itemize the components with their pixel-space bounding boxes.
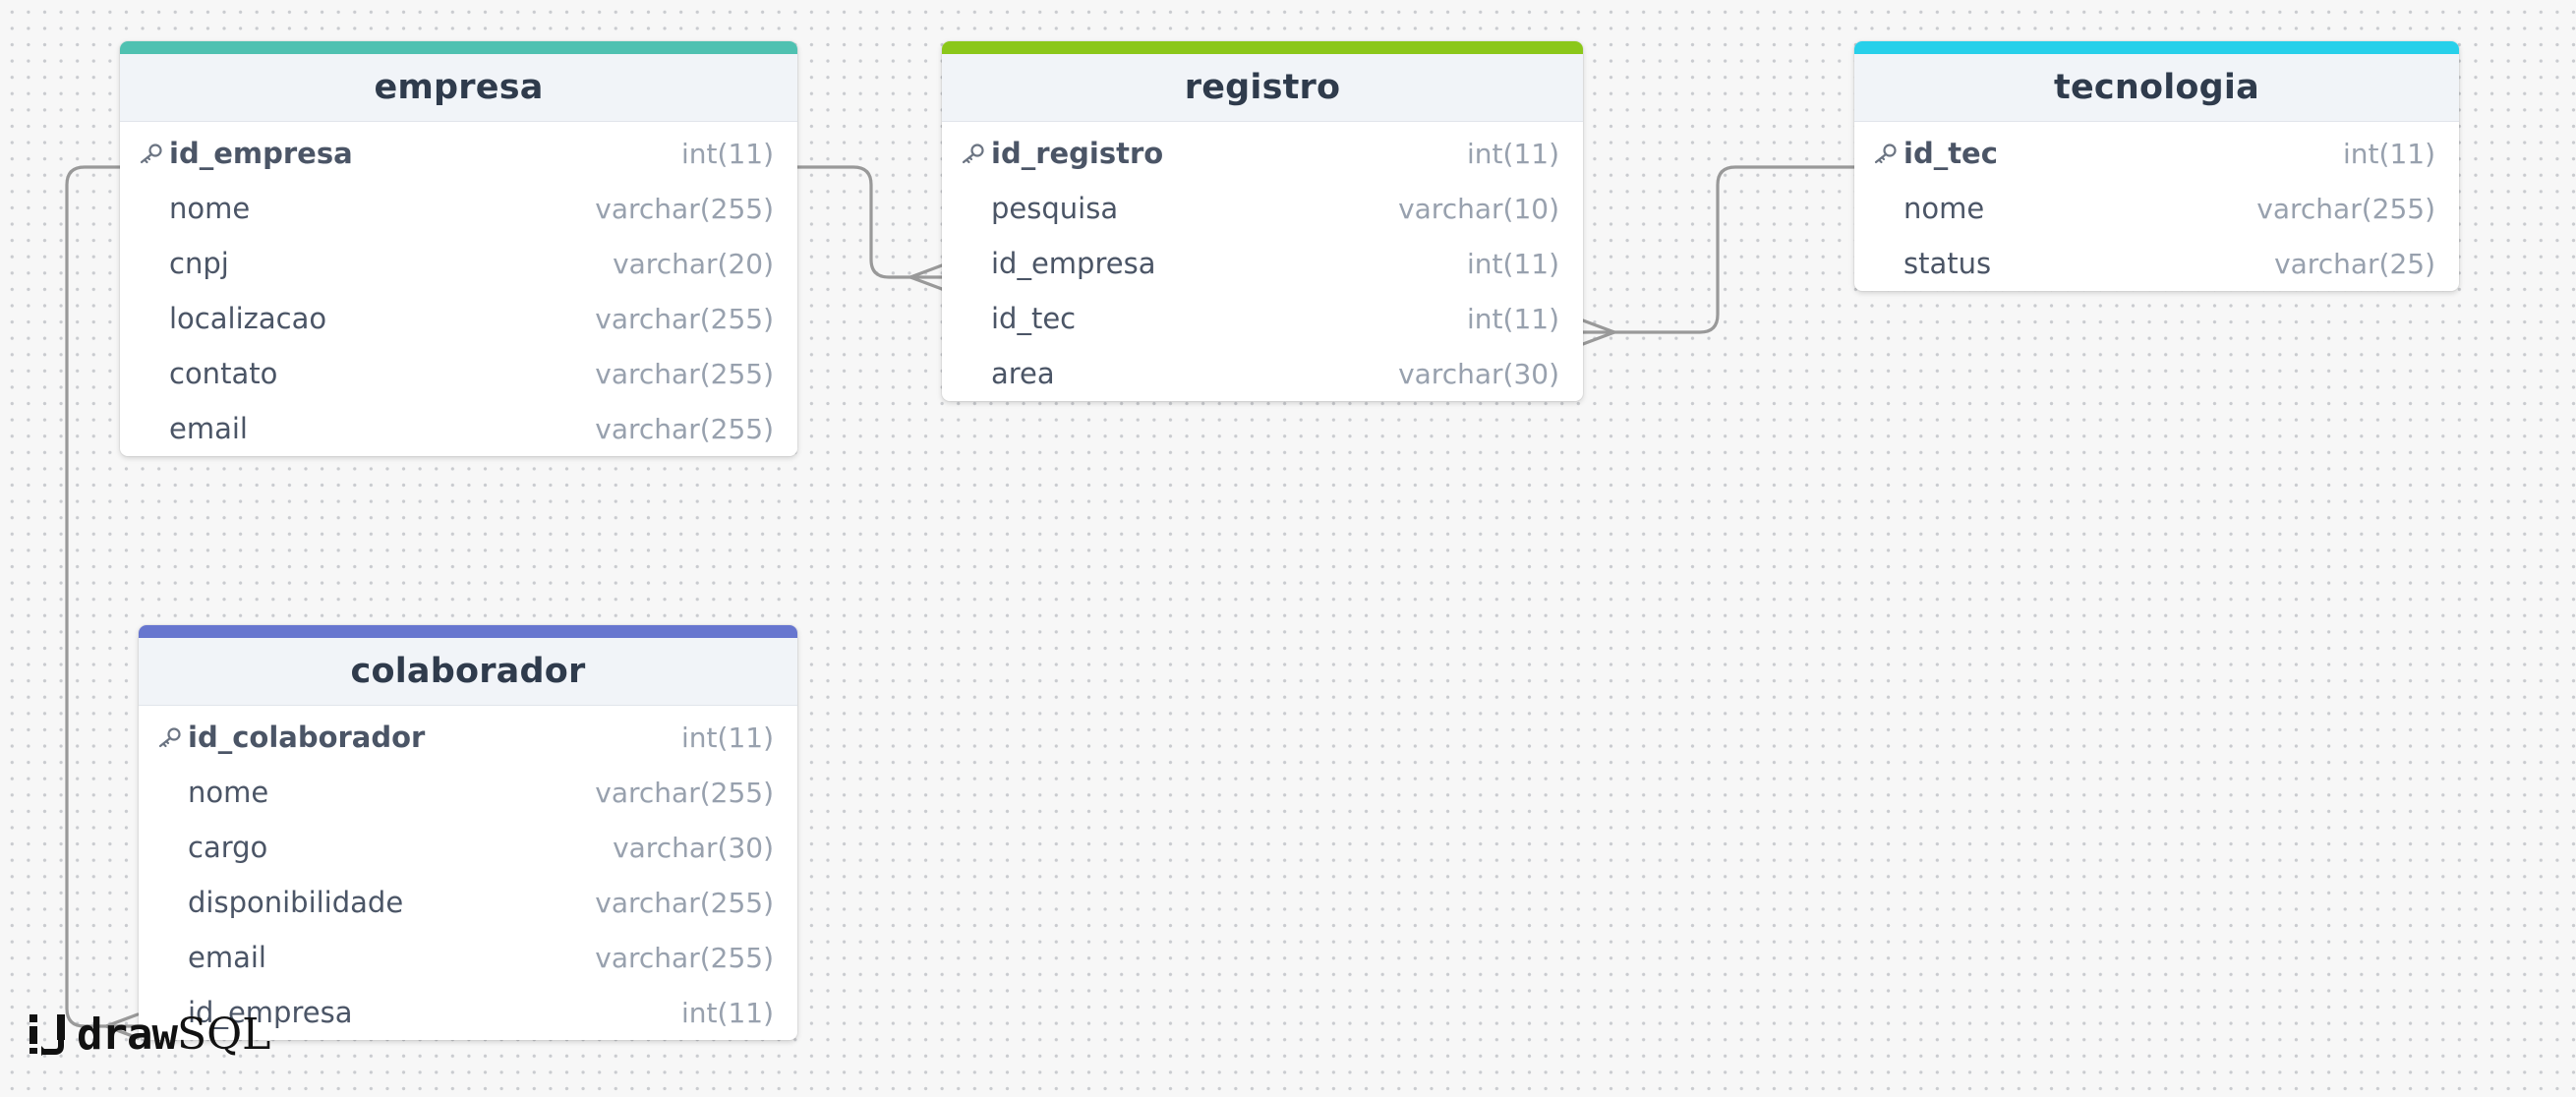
table-header[interactable]: tecnologia bbox=[1854, 41, 2459, 122]
primary-key-icon bbox=[138, 143, 163, 164]
column-row-id-registro[interactable]: id_registro int(11) bbox=[942, 126, 1583, 181]
column-row-status[interactable]: status varchar(25) bbox=[1854, 236, 2459, 291]
column-row-id-colaborador[interactable]: id_colaborador int(11) bbox=[139, 710, 797, 765]
column-row-contato[interactable]: contato varchar(255) bbox=[120, 346, 797, 401]
column-row-id-empresa[interactable]: id_empresa int(11) bbox=[120, 126, 797, 181]
crows-foot-registro-empresa bbox=[908, 263, 944, 291]
column-name: id_tec bbox=[1903, 137, 1998, 170]
column-type: int(11) bbox=[1467, 247, 1559, 280]
column-name: localizacao bbox=[169, 302, 327, 335]
table-header[interactable]: registro bbox=[942, 41, 1583, 122]
column-row-nome[interactable]: nome varchar(255) bbox=[1854, 181, 2459, 236]
column-row-nome[interactable]: nome varchar(255) bbox=[120, 181, 797, 236]
column-type: varchar(255) bbox=[595, 412, 774, 445]
column-name: id_empresa bbox=[991, 247, 1156, 280]
column-name: cargo bbox=[188, 831, 268, 864]
column-row-id-empresa[interactable]: id_empresa int(11) bbox=[942, 236, 1583, 291]
table-header[interactable]: empresa bbox=[120, 41, 797, 122]
column-name: cnpj bbox=[169, 247, 229, 280]
column-row-id-tec[interactable]: id_tec int(11) bbox=[1854, 126, 2459, 181]
column-type: int(11) bbox=[1467, 302, 1559, 335]
column-row-id-tec[interactable]: id_tec int(11) bbox=[942, 291, 1583, 346]
column-row-area[interactable]: area varchar(30) bbox=[942, 346, 1583, 401]
table-title: empresa bbox=[374, 68, 544, 107]
column-name: id_colaborador bbox=[188, 721, 426, 754]
primary-key-icon bbox=[156, 726, 182, 748]
column-name: id_tec bbox=[991, 302, 1077, 335]
table-title: colaborador bbox=[350, 652, 586, 691]
column-name: id_empresa bbox=[169, 137, 353, 170]
column-list: id_registro int(11) pesquisa varchar(10) id_… bbox=[942, 122, 1583, 401]
column-name: nome bbox=[188, 776, 269, 809]
column-row-pesquisa[interactable]: pesquisa varchar(10) bbox=[942, 181, 1583, 236]
crows-foot-registro-tec bbox=[1581, 318, 1616, 346]
column-type: int(11) bbox=[681, 721, 774, 754]
column-list: id_colaborador int(11) nome varchar(255) car… bbox=[139, 706, 797, 1040]
column-name: disponibilidade bbox=[188, 886, 404, 919]
column-type: int(11) bbox=[681, 996, 774, 1029]
column-name: id_registro bbox=[991, 137, 1164, 170]
column-list: id_empresa int(11) nome varchar(255) cnpj var… bbox=[120, 122, 797, 456]
column-type: varchar(30) bbox=[613, 831, 774, 864]
brand-draw-text: draw bbox=[77, 1009, 178, 1060]
column-type: varchar(10) bbox=[1398, 192, 1559, 225]
column-type: int(11) bbox=[681, 137, 774, 170]
column-list: id_tec int(11) nome varchar(255) status varch… bbox=[1854, 122, 2459, 291]
column-type: varchar(255) bbox=[595, 776, 774, 809]
table-colaborador[interactable]: colaborador id_colaborador int(11) nome var… bbox=[139, 625, 797, 1040]
relation-tecnologia-registro bbox=[1581, 165, 1856, 334]
column-name: status bbox=[1903, 247, 1992, 280]
column-name: email bbox=[188, 941, 266, 974]
column-type: int(11) bbox=[1467, 137, 1559, 170]
table-empresa[interactable]: empresa id_empresa int(11) nome varchar(255… bbox=[120, 41, 797, 456]
column-row-email[interactable]: email varchar(255) bbox=[139, 930, 797, 985]
column-type: varchar(255) bbox=[595, 886, 774, 919]
column-row-disponibilidade[interactable]: disponibilidade varchar(255) bbox=[139, 875, 797, 930]
table-title: tecnologia bbox=[2054, 68, 2259, 107]
column-type: varchar(255) bbox=[595, 302, 774, 335]
column-row-localizacao[interactable]: localizacao varchar(255) bbox=[120, 291, 797, 346]
column-type: int(11) bbox=[2343, 137, 2435, 170]
column-name: email bbox=[169, 412, 248, 445]
drawsql-logo-icon bbox=[29, 1014, 65, 1056]
column-row-cnpj[interactable]: cnpj varchar(20) bbox=[120, 236, 797, 291]
column-name: contato bbox=[169, 357, 278, 390]
column-row-nome[interactable]: nome varchar(255) bbox=[139, 765, 797, 820]
column-name: pesquisa bbox=[991, 192, 1119, 225]
column-row-cargo[interactable]: cargo varchar(30) bbox=[139, 820, 797, 875]
relation-empresa-colaborador bbox=[65, 165, 140, 1028]
column-name: nome bbox=[1903, 192, 1985, 225]
table-tecnologia[interactable]: tecnologia id_tec int(11) nome varchar(255)… bbox=[1854, 41, 2459, 291]
table-title: registro bbox=[1184, 68, 1341, 107]
column-row-id-empresa[interactable]: id_empresa int(11) bbox=[139, 985, 797, 1040]
column-row-email[interactable]: email varchar(255) bbox=[120, 401, 797, 456]
primary-key-icon bbox=[1872, 143, 1898, 164]
column-type: varchar(255) bbox=[595, 357, 774, 390]
table-header[interactable]: colaborador bbox=[139, 625, 797, 706]
column-name: area bbox=[991, 357, 1055, 390]
column-type: varchar(255) bbox=[595, 192, 774, 225]
column-type: varchar(20) bbox=[613, 247, 774, 280]
column-type: varchar(25) bbox=[2274, 247, 2435, 280]
primary-key-icon bbox=[960, 143, 985, 164]
column-type: varchar(255) bbox=[2256, 192, 2435, 225]
crows-foot-colaborador-empresa bbox=[104, 1012, 140, 1040]
column-name: id_empresa bbox=[188, 996, 353, 1029]
column-name: nome bbox=[169, 192, 251, 225]
table-registro[interactable]: registro id_registro int(11) pesquisa varch… bbox=[942, 41, 1583, 401]
column-type: varchar(255) bbox=[595, 941, 774, 974]
column-type: varchar(30) bbox=[1398, 357, 1559, 390]
brand-sql-text: SQL bbox=[176, 1009, 271, 1060]
relation-empresa-registro bbox=[794, 165, 944, 279]
